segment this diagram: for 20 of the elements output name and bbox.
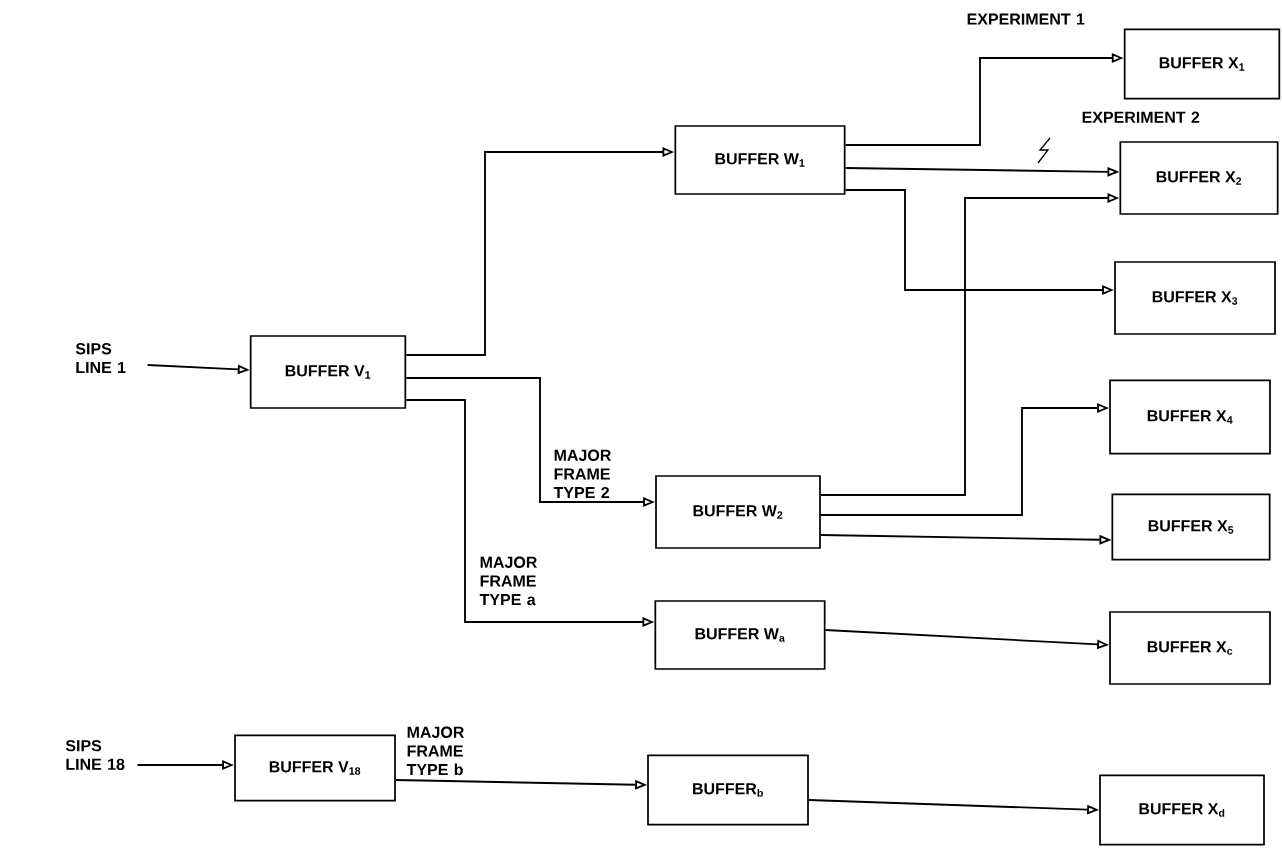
buffer-box: BUFFER$_{b}$ — [647, 754, 809, 826]
buffer-box: BUFFER X$_{c}$ — [1109, 611, 1271, 685]
buffer-box: BUFFER V$_{1}$ — [249, 335, 407, 409]
edge-label: MAJOR FRAME TYPE a — [479, 556, 538, 606]
buffer-box: BUFFER X$_{1}$ — [1123, 28, 1281, 100]
edge-label: MAJOR FRAME TYPE b — [406, 726, 465, 776]
buffer-box: BUFFER X$_{3}$ — [1114, 261, 1276, 335]
buffer-box: BUFFER X$_{4}$ — [1109, 379, 1271, 455]
buffer-box: BUFFER W$_{1}$ — [674, 125, 846, 195]
line-label: SIPS LINE 18 — [65, 740, 125, 770]
buffer-box: BUFFER W$_{2}$ — [655, 475, 821, 549]
buffer-box: BUFFER X$_{d}$ — [1099, 774, 1265, 846]
line-label: SIPS LINE 1 — [75, 343, 126, 373]
edge-label: EXPERIMENT 2 — [1082, 111, 1200, 123]
buffer-box: BUFFER X$_{2}$ — [1119, 141, 1279, 215]
buffer-box: BUFFER W$_{a}$ — [654, 600, 826, 670]
buffer-box: BUFFER X$_{5}$ — [1111, 493, 1271, 561]
edge-label: EXPERIMENT 1 — [967, 13, 1085, 25]
buffer-box: BUFFER V$_{18}$ — [234, 734, 396, 802]
edge-label: MAJOR FRAME TYPE 2 — [553, 449, 612, 499]
